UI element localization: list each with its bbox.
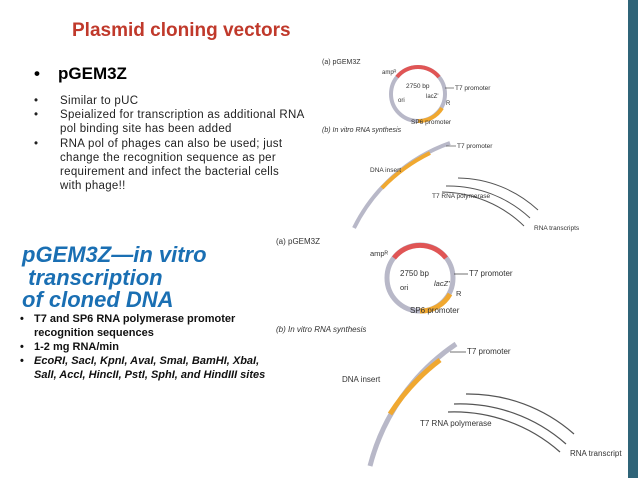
rna-transcript	[453, 403, 567, 445]
rna-transcript	[465, 393, 575, 435]
amp-segment	[395, 64, 441, 79]
dna-insert-label: DNA insert	[342, 375, 381, 384]
bullet-dot: •	[34, 137, 39, 150]
bullet-item: • Speialized for transcription as additio…	[34, 108, 304, 136]
feature-bullets: • T7 and SP6 RNA polymerase promoter reco…	[20, 312, 275, 382]
bullet-dot: •	[20, 313, 24, 325]
panel-b-label: (b) In vitro RNA synthesis	[276, 325, 366, 334]
lacz-label: lacZ'	[434, 279, 450, 288]
insert-segment	[387, 358, 442, 416]
bullet-item: • 1-2 mg RNA/min	[20, 340, 275, 354]
r-label: R	[446, 101, 451, 107]
size-label: 2750 bp	[406, 83, 430, 90]
bullet-text: EcoRI, SacI, KpnI, AvaI, SmaI, BamHI, Xb…	[34, 355, 266, 381]
bullet-item: • T7 and SP6 RNA polymerase promoter reco…	[20, 312, 275, 340]
t7b-label: T7 promoter	[457, 143, 493, 150]
dna-insert-label: DNA insert	[370, 167, 401, 174]
lacz-segment	[417, 106, 444, 123]
main-bullet: • pGEM3Z	[34, 64, 127, 84]
slide-title: Plasmid cloning vectors	[72, 20, 291, 41]
dna-strand	[352, 141, 451, 229]
bullet-text: T7 and SP6 RNA polymerase promoter recog…	[34, 313, 236, 339]
rna-transcript	[447, 411, 561, 453]
section-heading: pGEM3Z—in vitro transcription of cloned …	[22, 242, 207, 312]
bullet-item: • EcoRI, SacI, KpnI, AvaI, SmaI, BamHI, X…	[20, 354, 275, 382]
size-label: 2750 bp	[400, 269, 429, 278]
plasmid-figure-small: (a) pGEM3Z ampᴿ 2750 bp T7 promoter ori …	[322, 59, 580, 232]
rna-label: RNA transcripts	[570, 449, 622, 458]
bullet-text: RNA pol of phages can also be used; just…	[60, 137, 283, 193]
t7-label: T7 promoter	[469, 269, 513, 278]
sp6-label: SP6 promoter	[410, 306, 460, 315]
amp-segment	[392, 242, 448, 260]
rna-transcript	[445, 185, 531, 219]
heading-line: pGEM3Z—in vitro	[22, 242, 207, 267]
bullet-dot: •	[20, 341, 24, 353]
t7b-label: T7 promoter	[467, 347, 511, 356]
bullet-text: Similar to pUC	[60, 95, 139, 107]
bullet-dot: •	[34, 95, 39, 107]
rna-transcript	[457, 177, 539, 211]
bullet-dot: •	[34, 64, 40, 83]
amp-label: ampᴿ	[370, 249, 389, 258]
bullet-dot: •	[20, 355, 24, 367]
bullet-item: • RNA pol of phages can also be used; jus…	[34, 137, 304, 194]
description-bullets: • Similar to pUC • Speialized for transcri…	[34, 94, 304, 193]
main-bullet-text: pGEM3Z	[58, 64, 127, 83]
bullet-text: 1-2 mg RNA/min	[34, 341, 119, 353]
insert-segment	[380, 151, 431, 190]
heading-line: transcription	[22, 264, 163, 290]
ori-label: ori	[398, 98, 405, 104]
t7-rna-pol-label: T7 RNA polymerase	[420, 419, 492, 428]
lacz-label: lacZ'	[426, 94, 438, 100]
t7-rna-pol-label: T7 RNA polymerase	[432, 193, 491, 200]
plasmid-figure-large: (a) pGEM3Z ampᴿ 2750 bp T7 promoter ori …	[276, 237, 622, 467]
bullet-text: Speialized for transcription as addition…	[60, 109, 304, 136]
panel-a-label: (a) pGEM3Z	[276, 237, 320, 246]
rna-transcript	[441, 191, 525, 227]
lacz-segment	[419, 292, 453, 314]
sp6-label: SP6 promoter	[411, 119, 452, 126]
rna-label: RNA transcripts	[534, 225, 580, 232]
heading-line: of cloned DNA	[22, 287, 174, 312]
panel-a-label: (a) pGEM3Z	[322, 59, 361, 66]
accent-bar	[628, 0, 638, 478]
bullet-dot: •	[34, 109, 39, 122]
ori-label: ori	[400, 283, 409, 292]
t7-label: T7 promoter	[455, 85, 491, 92]
dna-strand	[367, 341, 458, 467]
panel-b-label: (b) In vitro RNA synthesis	[322, 127, 402, 134]
amp-label: ampᴿ	[382, 69, 397, 76]
bullet-item: • Similar to pUC	[34, 94, 304, 108]
r-label: R	[456, 289, 462, 298]
